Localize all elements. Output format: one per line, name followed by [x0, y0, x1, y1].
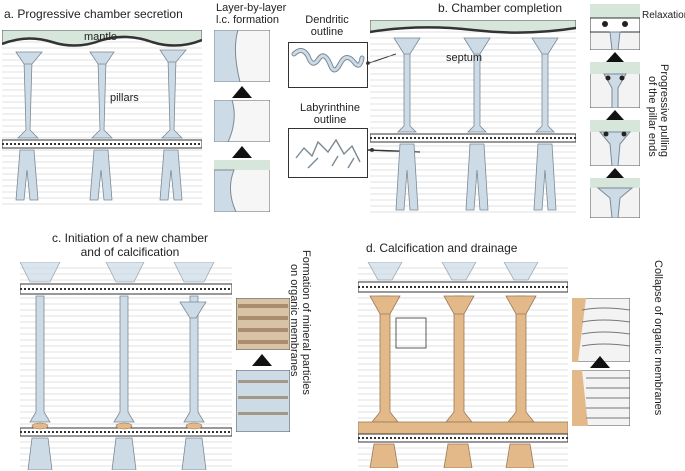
dendritic-label-2: outline	[292, 26, 362, 38]
inset-title-1: Layer-by-layer	[216, 2, 272, 14]
particles-label-1: Formation of mineral particles	[300, 250, 312, 395]
layer-inset-bottom	[214, 160, 270, 212]
relax-inset-1	[590, 4, 640, 50]
pillars-label: pillars	[110, 92, 139, 104]
dendritic-label-1: Dendritic	[292, 14, 362, 26]
up-arrow-c	[252, 354, 272, 366]
up-arrow-b1	[606, 52, 624, 62]
labyrinthine-outline-box	[288, 128, 368, 178]
up-arrow-2	[232, 146, 252, 158]
collapse-inset-top	[572, 298, 630, 362]
up-arrow-b2	[606, 110, 624, 120]
particles-inset-bottom	[236, 370, 290, 432]
panel-c-diagram	[20, 262, 232, 470]
panel-d-title: d. Calcification and drainage	[366, 242, 517, 254]
particles-inset-top	[236, 298, 290, 350]
pull-inset-1	[590, 62, 640, 108]
panel-a-title: a. Progressive chamber secretion	[4, 8, 183, 20]
panel-c-title-1: c. Initiation of a new chamber	[20, 232, 240, 244]
pull-inset-2	[590, 120, 640, 166]
layer-inset-mid	[214, 100, 270, 142]
mantle-label: mantle	[84, 31, 117, 43]
panel-b-diagram	[370, 20, 576, 214]
dendritic-outline-box	[288, 42, 368, 88]
up-arrow-d	[590, 356, 610, 368]
particles-label-2: on organic membranes	[288, 264, 300, 377]
layer-inset-top	[214, 30, 270, 82]
up-arrow-b3	[606, 168, 624, 178]
panel-b-title: b. Chamber completion	[438, 2, 562, 14]
panel-a-diagram	[2, 30, 202, 210]
inset-title-2: l.c. formation	[216, 14, 272, 26]
relaxation-label: Relaxation	[642, 10, 685, 22]
panel-d-diagram	[358, 262, 568, 468]
up-arrow-1	[232, 86, 252, 98]
septum-label: septum	[446, 52, 482, 64]
collapse-label: Collapse of organic membranes	[652, 260, 664, 415]
pulling-label-1: Progressive pulling	[658, 64, 670, 157]
pull-inset-3	[590, 178, 640, 218]
collapse-inset-bottom	[572, 370, 630, 426]
pulling-label-2: of the pillar ends	[646, 76, 658, 157]
labyrinthine-label-2: outline	[292, 114, 368, 126]
panel-c-title-2: and of calcification	[20, 246, 240, 258]
labyrinthine-label-1: Labyrinthine	[292, 102, 368, 114]
